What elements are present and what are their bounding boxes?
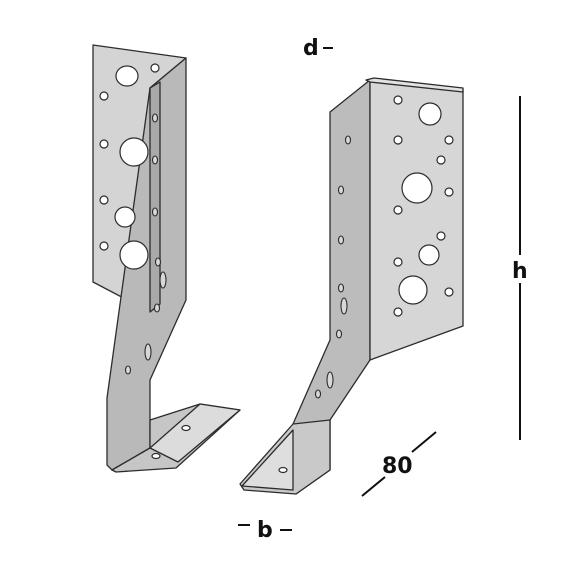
left-flange-hole-small-3 xyxy=(99,139,109,149)
right-bracket-seat-top xyxy=(241,429,294,491)
left-bracket-seat-top xyxy=(149,403,241,463)
left-flange-hole-large-4 xyxy=(119,240,149,270)
left-seat-hole-1 xyxy=(181,424,191,432)
left-flange-hole-small-1 xyxy=(150,63,160,73)
left-hanger-bracket xyxy=(92,44,241,473)
right-side-hole-3 xyxy=(337,235,345,245)
right-flange-hole-small-8 xyxy=(393,257,403,267)
dimension-annotations: d h 80 b xyxy=(238,36,530,543)
right-flange-hole-small-9 xyxy=(444,287,454,297)
right-side-hole-5 xyxy=(340,297,348,315)
right-side-hole-7 xyxy=(326,371,334,389)
right-flange-hole-small-7 xyxy=(436,231,446,241)
dimension-h-label-bg xyxy=(510,255,530,283)
right-bracket-flange-top xyxy=(365,77,464,93)
left-flange-hole-small-4 xyxy=(99,195,109,205)
left-side-hole-3 xyxy=(151,207,159,217)
dimension-80-line-upper xyxy=(411,431,437,453)
right-flange-hole-small-1 xyxy=(393,95,403,105)
dimension-h-label: h xyxy=(512,259,528,284)
right-bracket-flange xyxy=(369,79,464,361)
left-side-hole-5 xyxy=(159,271,167,289)
dimension-d-label: d xyxy=(303,36,319,61)
left-flange-hole-large-1 xyxy=(115,65,139,87)
dimension-b-label: b xyxy=(257,518,273,543)
right-flange-hole-large-1 xyxy=(418,102,442,126)
right-flange-hole-large-2 xyxy=(401,172,433,204)
right-hanger-bracket xyxy=(239,77,464,495)
dimension-80-line-lower xyxy=(361,476,386,497)
right-side-hole-8 xyxy=(314,389,322,399)
right-flange-hole-small-4 xyxy=(436,155,446,165)
left-flange-hole-small-2 xyxy=(99,91,109,101)
right-side-hole-2 xyxy=(337,185,345,195)
left-side-hole-2 xyxy=(151,155,159,165)
left-side-hole-6 xyxy=(153,303,161,313)
left-side-hole-1 xyxy=(151,113,159,123)
right-side-hole-6 xyxy=(335,329,343,339)
left-flange-hole-large-2 xyxy=(119,137,149,167)
right-flange-hole-small-2 xyxy=(444,135,454,145)
left-flange-hole-small-5 xyxy=(99,241,109,251)
right-flange-hole-small-10 xyxy=(393,307,403,317)
right-side-hole-4 xyxy=(337,283,345,293)
left-side-hole-8 xyxy=(124,365,132,375)
dimension-80-label: 80 xyxy=(382,454,413,479)
right-flange-hole-small-3 xyxy=(393,135,403,145)
right-flange-hole-small-6 xyxy=(393,205,403,215)
left-side-hole-7 xyxy=(144,343,152,361)
left-flange-hole-large-3 xyxy=(114,206,136,228)
right-flange-hole-large-3 xyxy=(418,244,440,266)
left-side-hole-4 xyxy=(154,257,162,267)
left-seat-hole-2 xyxy=(151,452,161,460)
right-flange-hole-small-5 xyxy=(444,187,454,197)
right-flange-hole-large-4 xyxy=(398,275,428,305)
right-side-hole-1 xyxy=(344,135,352,145)
right-seat-hole-1 xyxy=(278,466,288,474)
left-bracket-side-edge xyxy=(149,81,161,313)
